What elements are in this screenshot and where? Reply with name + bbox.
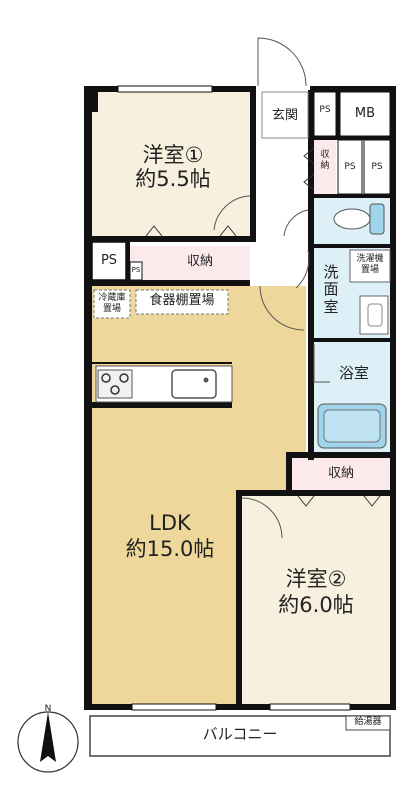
wall-ps-right [126,242,130,282]
wall-storage2-bottom [292,490,390,496]
wall-toilet-top [314,194,390,198]
wall-right [390,86,396,710]
closet-marker-2 [219,225,237,237]
door-western1 [213,195,251,231]
closet-vertical-doors [303,147,315,191]
burner-1 [101,373,111,383]
ps-label-small: PS [131,266,141,274]
wall-storage-bottom [92,280,250,286]
door-ldk [259,285,305,331]
western-room-1-name: 洋室① [142,143,204,167]
ldk-size: 約15.0帖 [125,537,215,561]
wall-ps-row [314,136,390,140]
window-top [117,85,213,93]
wash-basin-bowl [367,303,383,327]
mb-label: MB [354,106,376,121]
wall-toilet-bottom [314,244,390,248]
western-room-2-floor [242,496,390,708]
burner-3 [110,385,120,395]
balcony-label: バルコニー [202,725,278,743]
closet-marker-1 [145,225,163,237]
western-room-1-floor [92,90,250,236]
bathtub-inner [323,409,381,443]
ps-label-mid1: PS [344,162,356,172]
window-balcony-left [131,703,217,711]
storage-lower-floor [292,458,390,490]
ps-box-mid2 [363,139,391,195]
mb-box [339,91,391,137]
door-wash [295,249,310,289]
wall-ldk-divider [236,490,242,708]
storage-vertical-label: 収 納 [320,150,330,171]
wall-left [84,86,92,710]
ps-label-mid2: PS [371,162,383,172]
washroom-label: 洗 面 室 [323,263,339,316]
wall-western1-bottom [92,236,256,242]
western-room-2-name: 洋室② [285,567,347,591]
sink-drain [203,377,209,383]
washer-space-label: 洗濯機 置場 [356,254,384,275]
door-toilet [283,209,309,237]
window-balcony-right [269,703,351,711]
kitchen-sink [171,369,217,399]
ps-label-top: PS [319,105,331,115]
western-room-1-size: 約5.5帖 [135,167,211,191]
wall-wash-bottom [314,338,390,342]
ps-box-top [313,91,337,137]
closet-marker-3 [297,495,315,507]
compass-needle [40,712,56,762]
wall-kitchen-bottom [92,402,232,408]
ldk-name: LDK [149,511,191,535]
wall-kitchen-top [92,362,232,364]
closet-marker-4 [363,495,381,507]
water-heater-box [345,715,391,731]
water-heater-label: 給湯器 [354,717,382,727]
storage-label-lower: 収納 [327,466,354,481]
wall-mb-left [336,90,340,140]
entrance-door-swing [257,37,307,87]
north-label: N [44,704,52,714]
cupboard-space-outline [135,289,229,315]
wall-western2-top [236,490,292,496]
entrance-label: 玄関 [271,108,298,123]
toilet-bowl [333,208,371,230]
door-bath [313,344,330,383]
ps-box-small [129,261,143,281]
ldk-lower-floor [92,455,238,708]
storage-pink-floor [130,246,250,280]
wall-corner-tl [84,86,98,112]
wall-western1-right [250,90,256,240]
door-western2 [241,497,283,539]
balcony-area [89,715,391,757]
ps-box-mid1 [337,139,363,195]
fridge-space-label: 冷蔵庫 置場 [98,293,126,314]
bathroom-label: 浴室 [338,364,369,382]
ps-box-left [91,241,127,281]
closet-vertical-floor [314,140,336,196]
fridge-space-outline [93,289,131,319]
washer-area [349,249,391,283]
ps-label-left: PS [100,253,118,268]
entrance-floor [261,91,309,139]
cupboard-space-label: 食器棚置場 [149,293,215,308]
wall-top-right [310,86,396,92]
burner-2 [119,373,129,383]
wall-hall-right [308,90,314,460]
wall-storage2-left [286,452,292,496]
western-room-2-size: 約6.0帖 [278,593,354,617]
toilet-tank [369,203,385,235]
wall-bath-bottom [292,452,396,458]
storage-label-upper: 収納 [186,254,213,269]
